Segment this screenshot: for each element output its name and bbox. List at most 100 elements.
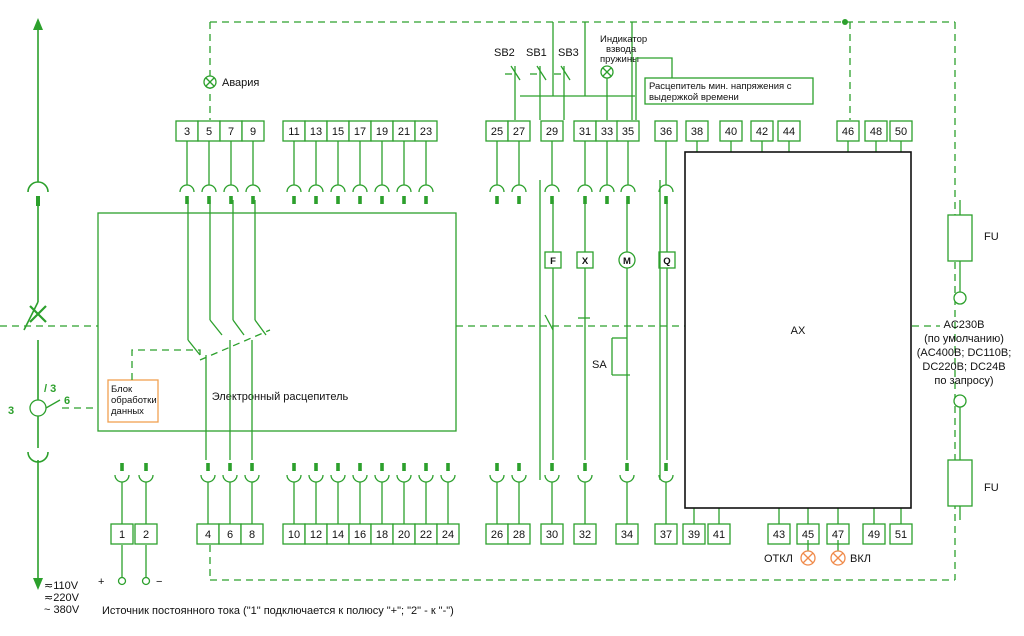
connector-jack	[222, 474, 238, 483]
connector-plug	[424, 196, 428, 204]
connector-jack	[418, 184, 434, 193]
connector-jack	[114, 474, 130, 483]
terminal-number: 31	[579, 126, 591, 138]
terminal-number: 4	[205, 529, 211, 541]
connector-plug	[495, 463, 499, 471]
connector-jack	[544, 184, 560, 193]
connector-jack	[396, 474, 412, 483]
ac-label-2: (по умолчанию)	[924, 333, 1004, 345]
connector-plug	[144, 463, 148, 471]
pos3-mid-label: / 3	[44, 383, 56, 395]
connector-jack	[577, 184, 593, 193]
pos6-label: 6	[64, 395, 70, 407]
connector-jack	[308, 184, 324, 193]
connector-plug	[336, 463, 340, 471]
terminal-number: 13	[310, 126, 322, 138]
connector-jack	[599, 184, 615, 193]
connector-plug	[424, 463, 428, 471]
terminal-number: 38	[691, 126, 703, 138]
ac-label-1: AC230B	[944, 319, 985, 331]
terminal-number: 6	[227, 529, 233, 541]
connector-plug	[495, 196, 499, 204]
indicator-label-3: пружины	[600, 54, 639, 65]
connector-jack	[138, 474, 154, 483]
terminal-number: 25	[491, 126, 503, 138]
terminal-number: 48	[870, 126, 882, 138]
terminal-number: 30	[546, 529, 558, 541]
terminal-number: 24	[442, 529, 454, 541]
terminal-number: 50	[895, 126, 907, 138]
connector-plug	[550, 196, 554, 204]
vkl-label: ВКЛ	[850, 553, 871, 565]
connector-plug	[120, 463, 124, 471]
coil-m-label: M	[623, 256, 631, 267]
connector-plug	[358, 196, 362, 204]
terminal-number: 10	[288, 529, 300, 541]
connector-plug	[517, 463, 521, 471]
ax-box	[684, 151, 912, 509]
terminal-number: 21	[398, 126, 410, 138]
terminal-number: 23	[420, 126, 432, 138]
terminal-number: 12	[310, 529, 322, 541]
connector-jack	[352, 184, 368, 193]
minus-label: −	[156, 576, 162, 588]
terminal-number: 42	[756, 126, 768, 138]
otkl-label: ОТКЛ	[764, 553, 793, 565]
connector-jack	[658, 184, 674, 193]
connector-plug	[229, 196, 233, 204]
terminal-number: 39	[688, 529, 700, 541]
connector-jack	[619, 474, 635, 483]
connector-jack	[374, 184, 390, 193]
fu-bottom-label: FU	[984, 482, 999, 494]
connector-plug	[402, 196, 406, 204]
terminal-number: 44	[783, 126, 795, 138]
terminal-number: 5	[206, 126, 212, 138]
sb3-label: SB3	[558, 47, 579, 59]
terminal-number: 45	[802, 529, 814, 541]
connector-plug	[380, 463, 384, 471]
connector-jack	[544, 474, 560, 483]
terminal-number: 40	[725, 126, 737, 138]
trip-unit-contacts	[187, 200, 271, 460]
connector-plug	[336, 196, 340, 204]
connector-plug	[207, 196, 211, 204]
connector-jack	[352, 474, 368, 483]
terminal-number: 20	[398, 529, 410, 541]
connector-plug	[206, 463, 210, 471]
connector-jack	[511, 184, 527, 193]
terminal-number: 49	[868, 529, 880, 541]
ac-label-4: DC220B; DC24B	[922, 361, 1005, 373]
connector-plug	[664, 463, 668, 471]
sb2-label: SB2	[494, 47, 515, 59]
connector-plug	[250, 463, 254, 471]
terminal-number: 47	[832, 529, 844, 541]
connector-plug	[625, 463, 629, 471]
undervoltage-release-box	[644, 77, 814, 105]
spring-indicator-lamp	[600, 65, 614, 120]
connector-jack	[286, 474, 302, 483]
terminal-number: 34	[621, 529, 633, 541]
ax-label: AX	[791, 325, 806, 337]
fu-top-label: FU	[984, 231, 999, 243]
terminal-number: 46	[842, 126, 854, 138]
terminal-number: 33	[601, 126, 613, 138]
connector-plug	[251, 196, 255, 204]
terminal-number: 28	[513, 529, 525, 541]
alarm-lamp	[203, 75, 217, 89]
ac-label-5: по запросу)	[934, 375, 993, 387]
device-coils	[539, 180, 676, 480]
data-block-label-1: Блок	[111, 384, 133, 395]
terminal-number: 14	[332, 529, 344, 541]
connector-plug	[380, 196, 384, 204]
data-block-box	[107, 379, 159, 423]
connector-jack	[223, 184, 239, 193]
undervoltage-label-1: Расцепитель мин. напряжения с	[649, 81, 792, 92]
connector-jack	[440, 474, 456, 483]
connector-jack	[396, 184, 412, 193]
terminal-number: 27	[513, 126, 525, 138]
connector-jack	[489, 474, 505, 483]
coil-x-label: X	[582, 256, 589, 267]
sb-buttons	[505, 22, 635, 120]
